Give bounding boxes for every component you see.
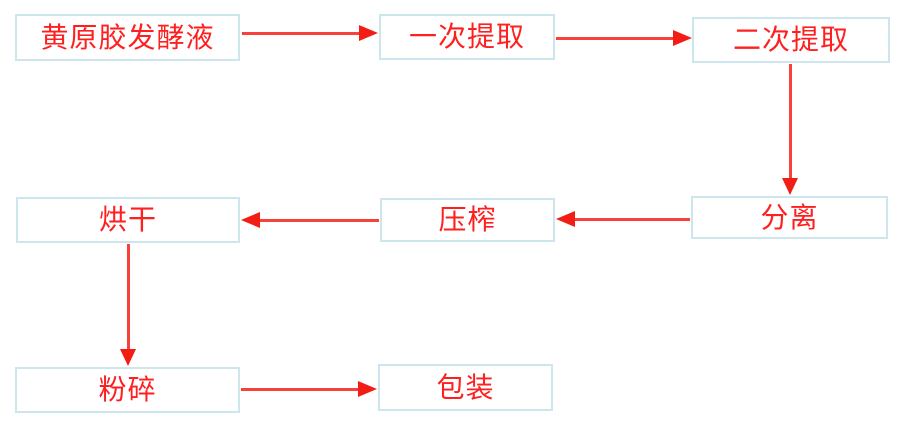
arrow-first-to-second-extraction (556, 30, 692, 46)
node-pressing-label: 压榨 (438, 203, 497, 236)
node-separation: 分离 (691, 196, 888, 239)
arrowhead-left-icon (556, 211, 575, 227)
node-second-extraction: 二次提取 (692, 17, 890, 63)
arrowhead-down-icon (782, 178, 798, 195)
node-first-extraction: 一次提取 (379, 14, 555, 60)
node-crushing-label: 粉碎 (98, 373, 157, 406)
node-first-extraction-label: 一次提取 (408, 20, 525, 53)
node-packaging-label: 包装 (436, 370, 495, 404)
node-fermentation-broth: 黄原胶发酵液 (15, 14, 240, 61)
arrow-line (126, 244, 130, 351)
arrowhead-right-icon (673, 30, 692, 46)
arrowhead-right-icon (358, 381, 377, 397)
arrow-crushing-to-packaging (241, 381, 377, 397)
arrow-line (241, 387, 360, 391)
node-fermentation-broth-label: 黄原胶发酵液 (40, 20, 215, 54)
arrow-line (788, 64, 792, 180)
arrowhead-down-icon (120, 349, 136, 366)
node-separation-label: 分离 (760, 200, 819, 234)
arrow-fermentation-to-first-extraction (242, 25, 378, 41)
arrowhead-left-icon (241, 212, 260, 228)
arrow-line (258, 218, 379, 222)
arrow-line (573, 217, 690, 221)
arrow-second-extraction-to-separation (782, 64, 798, 195)
arrow-line (242, 31, 361, 35)
arrowhead-right-icon (359, 25, 378, 41)
node-second-extraction-label: 二次提取 (732, 23, 849, 56)
node-pressing: 压榨 (380, 198, 555, 242)
arrow-pressing-to-drying (241, 212, 379, 228)
arrow-separation-to-pressing (556, 211, 690, 227)
node-drying-label: 烘干 (98, 203, 157, 236)
node-drying: 烘干 (16, 197, 240, 243)
node-crushing: 粉碎 (15, 367, 240, 413)
arrow-drying-to-crushing (120, 244, 136, 366)
node-packaging: 包装 (378, 364, 553, 411)
arrow-line (556, 36, 675, 40)
